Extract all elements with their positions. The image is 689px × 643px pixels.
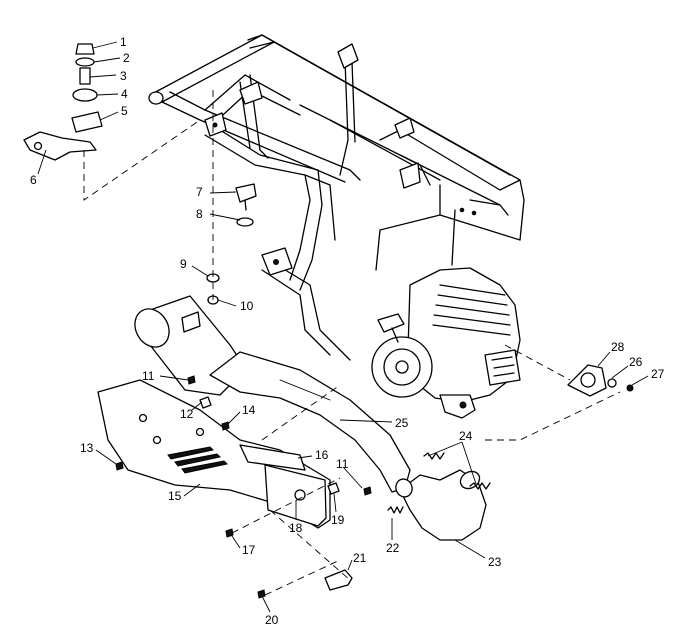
exhaust-flange-assembly (567, 364, 634, 397)
callout-27: 27 (651, 367, 665, 381)
callout-6: 6 (30, 173, 37, 187)
callout-25: 25 (395, 416, 409, 430)
callout-2: 2 (123, 51, 130, 65)
callout-28: 28 (611, 340, 625, 354)
mount-stack-assembly (23, 43, 103, 161)
callout-1: 1 (120, 35, 127, 49)
callout-22: 22 (386, 541, 400, 555)
callout-17: 17 (242, 543, 256, 557)
callout-8: 8 (196, 207, 203, 221)
callout-15: 15 (168, 489, 182, 503)
callout-24: 24 (459, 429, 473, 443)
callout-10: 10 (240, 299, 254, 313)
muffler-assembly (134, 295, 411, 493)
callout-11-upper: 11 (142, 369, 155, 383)
alignment-lines (83, 90, 621, 596)
callout-5: 5 (121, 104, 128, 118)
exhaust-pipe-assembly (387, 452, 491, 541)
callout-26: 26 (629, 355, 643, 369)
engine-assembly (371, 267, 521, 419)
callout-4: 4 (121, 87, 128, 101)
callout-14: 14 (242, 403, 256, 417)
callout-labels: 1 2 3 4 5 6 7 8 9 10 11 11 12 13 14 15 1… (30, 35, 665, 627)
callout-21: 21 (353, 551, 367, 565)
callout-11-lower: 11 (336, 457, 349, 471)
callout-23: 23 (488, 555, 502, 569)
leader-lines (37, 41, 649, 613)
callout-18: 18 (289, 521, 303, 535)
callout-16: 16 (315, 448, 329, 462)
callout-19: 19 (331, 513, 345, 527)
callout-13: 13 (80, 441, 94, 455)
callout-7: 7 (196, 185, 203, 199)
callout-3: 3 (120, 69, 127, 83)
callout-20: 20 (265, 613, 279, 627)
frame-assembly (148, 34, 525, 361)
callout-12: 12 (180, 407, 194, 421)
callout-9: 9 (180, 257, 187, 271)
